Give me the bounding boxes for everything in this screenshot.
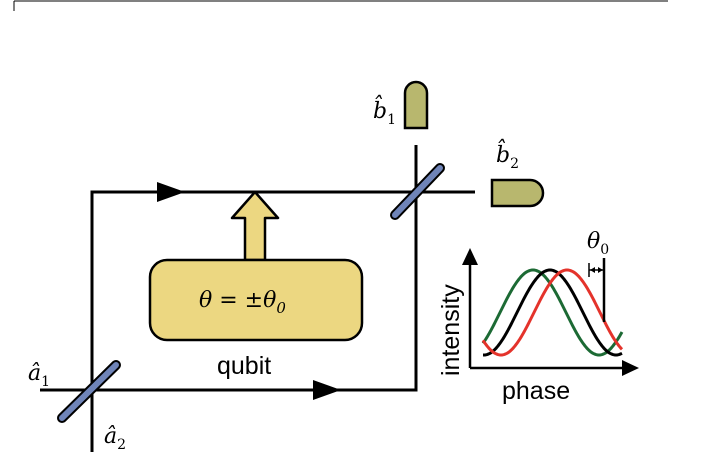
theta0-arrow-right bbox=[598, 267, 603, 273]
qubit-interaction-arrow bbox=[230, 190, 280, 262]
beam-arrow-lower bbox=[313, 380, 341, 400]
x-axis-arrowhead bbox=[622, 360, 639, 376]
x-axis-label: phase bbox=[502, 377, 570, 405]
theta0-arrow-left bbox=[590, 267, 595, 273]
a1-label: â1 bbox=[28, 361, 50, 390]
qubit-box bbox=[148, 258, 364, 342]
theta-equation: θ = ±θ0 bbox=[199, 288, 286, 317]
detector-b2 bbox=[490, 178, 545, 208]
curve-red bbox=[481, 268, 624, 357]
lower-beam-path bbox=[40, 192, 418, 392]
b2-label: b̂2 bbox=[496, 139, 519, 172]
beam-arrow-upper bbox=[157, 182, 185, 202]
theta0-label: θ0 bbox=[587, 229, 609, 258]
a2-label: â2 bbox=[104, 424, 126, 453]
curve-green bbox=[481, 268, 624, 357]
y-axis-label: intensity bbox=[437, 284, 465, 376]
upper-beam-path bbox=[90, 190, 475, 452]
beam-splitter-1 bbox=[59, 362, 119, 421]
y-axis-arrowhead bbox=[462, 248, 478, 265]
optical-paths bbox=[40, 145, 475, 452]
detector-b1 bbox=[403, 80, 429, 130]
inset-plot: θ0 intensity phase bbox=[437, 229, 639, 405]
qubit-label: qubit bbox=[217, 352, 271, 380]
beam-splitter-2 bbox=[392, 165, 443, 218]
curve-black bbox=[483, 268, 623, 357]
b1-label: b̂1 bbox=[373, 95, 396, 128]
